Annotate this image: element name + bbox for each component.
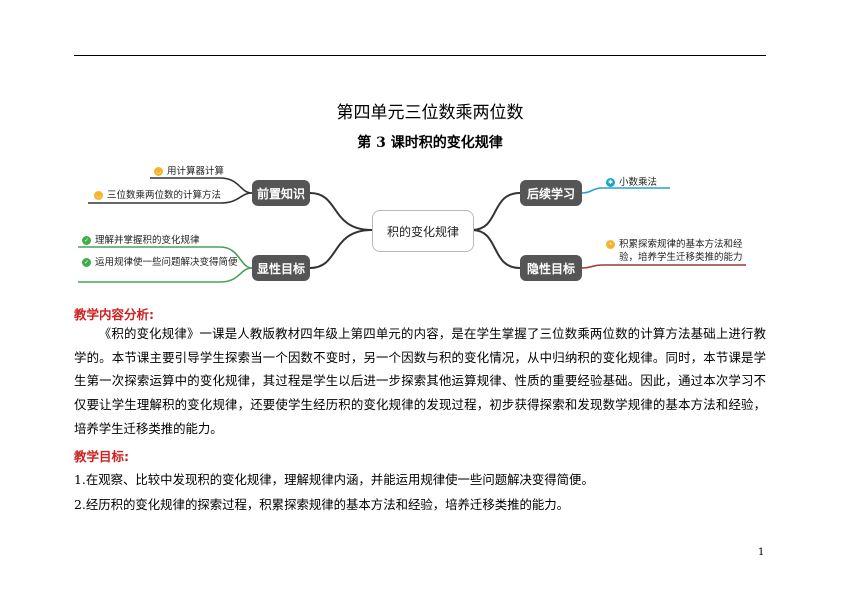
goal-item-1: 1.在观察、比较中发现积的变化规律，理解规律内涵，并能运用规律使一些问题解决变得…: [74, 472, 594, 487]
star-icon: ✱: [606, 178, 615, 187]
connector-implicit-leaf1: [581, 264, 746, 269]
node-prior-knowledge: 前置知识: [252, 180, 310, 206]
bulb-icon: •: [606, 240, 615, 249]
mind-map-connectors: [78, 177, 746, 283]
leaf-calculator-label: 用计算器计算: [167, 166, 225, 177]
header-rule: [74, 55, 766, 56]
page-number: 1: [758, 547, 765, 558]
connector-explicit: [309, 229, 373, 269]
lesson-title: 第 3 课时积的变化规律: [357, 135, 503, 151]
leaf-understand-rule: ✓ 理解并掌握积的变化规律: [82, 234, 200, 247]
node-center: 积的变化规律: [372, 210, 474, 252]
check-icon: ✓: [82, 258, 91, 267]
smile-icon: ◡: [94, 191, 103, 200]
connector-prior-leaf2: [88, 192, 253, 204]
smile-icon: ◡: [154, 167, 163, 176]
leaf-multiplication-method-label: 三位数乘两位数的计算方法: [107, 190, 222, 201]
leaf-decimal-multiplication: ✱ 小数乘法: [606, 176, 657, 189]
mind-map: 前置知识 显性目标 后续学习 隐性目标 积的变化规律 ◡ 用计算器计算 ◡ 三位…: [70, 158, 770, 298]
connector-follow: [471, 192, 521, 231]
connector-follow-leaf1: [581, 187, 670, 194]
leaf-multiplication-method: ◡ 三位数乘两位数的计算方法: [94, 189, 221, 202]
connector-explicit-leaf2: [78, 267, 253, 283]
connector-prior-leaf1: [150, 177, 253, 194]
leaf-decimal-multiplication-label: 小数乘法: [619, 177, 658, 188]
leaf-understand-rule-label: 理解并掌握积的变化规律: [95, 235, 200, 246]
unit-title: 第四单元三位数乘两位数: [336, 103, 524, 123]
node-follow-up: 后续学习: [520, 180, 582, 206]
node-implicit-goals: 隐性目标: [520, 255, 582, 281]
leaf-apply-rule: ✓ 运用规律使一些问题解决变得简便: [82, 256, 242, 269]
node-explicit-goals: 显性目标: [252, 255, 310, 281]
leaf-calculator: ◡ 用计算器计算: [154, 165, 224, 178]
leaf-apply-rule-label: 运用规律使一些问题解决变得简便: [95, 257, 238, 268]
leaf-accumulate-methods: • 积累探索规律的基本方法和经验，培养学生迁移类推的能力: [606, 238, 750, 264]
leaf-accumulate-methods-label: 积累探索规律的基本方法和经验，培养学生迁移类推的能力: [619, 239, 743, 263]
goal-item-2: 2.经历积的变化规律的探索过程，积累探索规律的基本方法和经验，培养迁移类推的能力…: [74, 497, 570, 512]
connector-prior: [309, 192, 373, 231]
connector-explicit-leaf1: [78, 246, 253, 269]
analysis-heading: 教学内容分析:: [74, 307, 154, 322]
connector-implicit: [471, 229, 521, 269]
check-icon: ✓: [82, 236, 91, 245]
analysis-paragraph: 《积的变化规律》一课是人教版教材四年级上第四单元的内容，是在学生掌握了三位数乘两…: [74, 326, 766, 436]
goals-heading: 教学目标:: [74, 449, 129, 464]
